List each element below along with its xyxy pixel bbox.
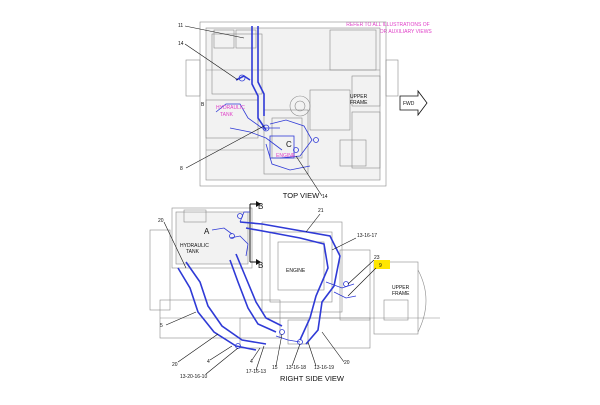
callout-14-top: 14 xyxy=(178,41,184,47)
callout-5: 5 xyxy=(160,323,163,329)
fwd-arrow: FWD xyxy=(399,89,428,117)
note-line-2: THIS GROUP FOR AUXILIARY VIEWS xyxy=(344,29,432,35)
top-letter-c: C xyxy=(286,140,292,149)
callout-13-20-16-10: 13-20-16-10 xyxy=(180,374,207,380)
side-view-drawing xyxy=(149,207,440,349)
top-letter-b: B xyxy=(201,102,205,108)
fwd-label: FWD xyxy=(403,101,415,107)
callout-20-right: 20 xyxy=(344,360,350,366)
callout-15: 15 xyxy=(272,365,278,371)
side-hydraulic-tank-label-1: HYDRAULIC xyxy=(180,243,209,249)
top-upper-frame-label-2: FRAME xyxy=(350,100,368,106)
callout-20-top: 20 xyxy=(158,218,164,224)
top-hydraulic-tank-label-2: TANK xyxy=(220,112,234,118)
callout-20-left: 20 xyxy=(172,362,178,368)
section-b-bottom: B xyxy=(258,261,263,270)
callout-8: 8 xyxy=(180,166,183,172)
top-view-hoses xyxy=(215,26,319,171)
callout-23: 23 xyxy=(374,255,380,261)
side-upper-frame-label-2: FRAME xyxy=(392,291,410,297)
side-view-title: RIGHT SIDE VIEW xyxy=(280,374,345,383)
top-hydraulic-tank-label-1: HYDRAULIC xyxy=(216,105,245,111)
section-line-b xyxy=(249,201,261,265)
callout-13-16-17: 13-16-17 xyxy=(357,233,377,239)
callout-4-right: 4 xyxy=(250,359,253,365)
top-engine-label: ENGINE xyxy=(276,153,296,159)
callout-9-highlight xyxy=(374,260,390,269)
side-hydraulic-tank-label-2: TANK xyxy=(186,249,200,255)
note-line-1: REFER TO ALL ILLUSTRATIONS OF xyxy=(346,22,429,28)
callout-13-16-19: 13-16-19 xyxy=(314,365,334,371)
callout-17-16-13: 17-16-13 xyxy=(246,369,266,375)
side-engine-label: ENGINE xyxy=(286,268,306,274)
callout-13-16-18: 13-16-18 xyxy=(286,365,306,371)
callout-9: 9 xyxy=(379,263,382,269)
callout-14-bottom: 14 xyxy=(322,194,328,200)
callout-4-left: 4 xyxy=(207,359,210,365)
callout-11: 11 xyxy=(178,23,183,29)
side-view-hoses xyxy=(177,211,357,351)
callout-21: 21 xyxy=(318,208,324,214)
side-upper-frame-label-1: UPPER xyxy=(392,285,410,291)
top-view-title: TOP VIEW xyxy=(283,191,320,200)
top-upper-frame-label-1: UPPER xyxy=(350,94,368,100)
side-letter-a: A xyxy=(204,227,210,236)
section-b-top: B xyxy=(258,202,263,211)
